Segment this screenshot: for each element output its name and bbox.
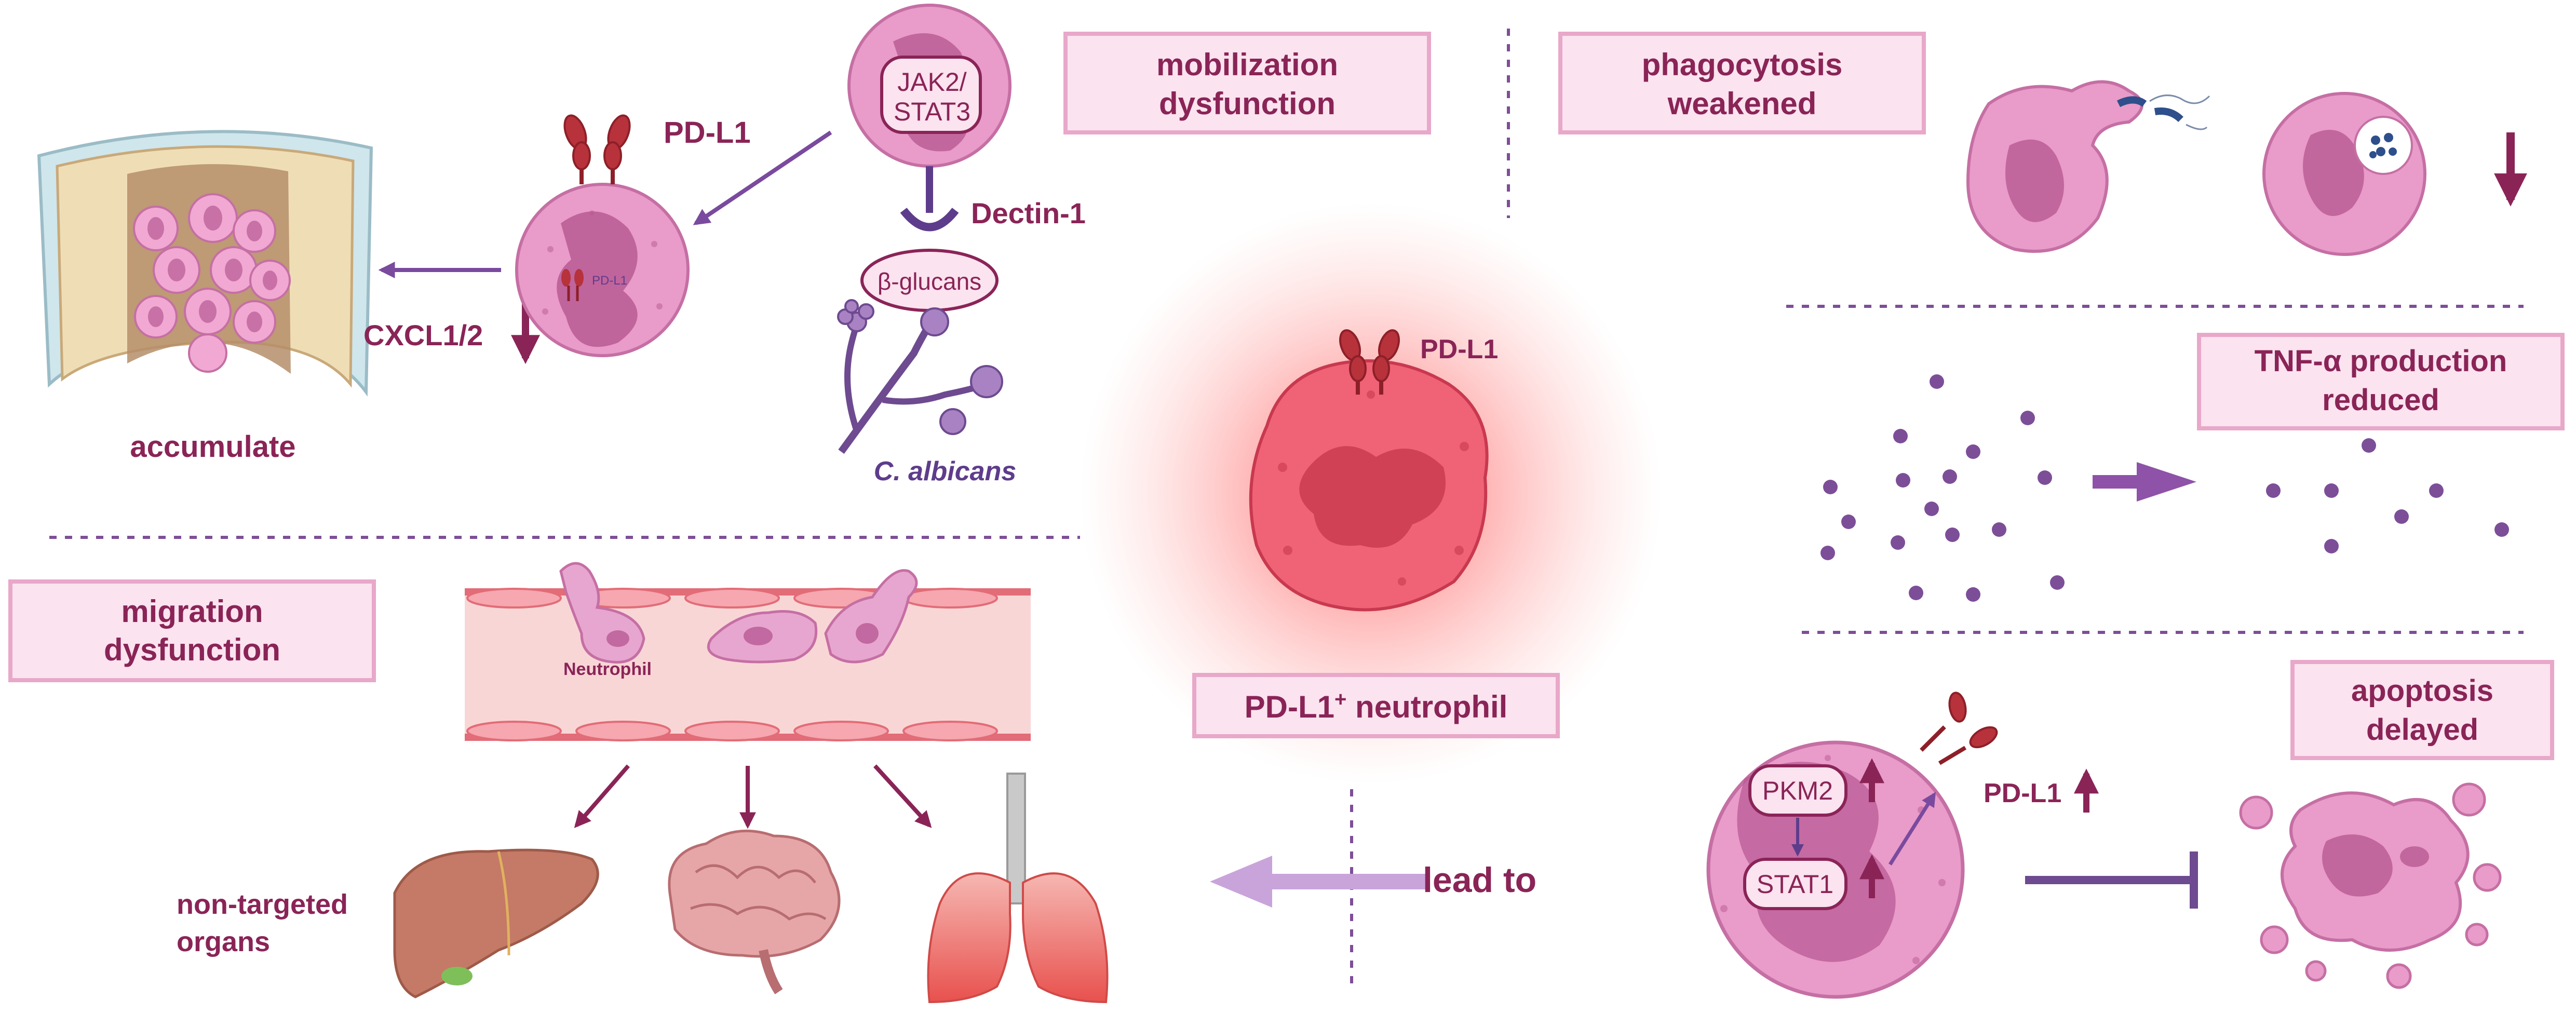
neutrophil-with-ingested-bacteria	[2262, 92, 2426, 256]
apoptosis-pd-l1-label: PD-L1	[1984, 778, 2061, 808]
pd-l1-inner-receptor-icon	[561, 269, 584, 301]
organs-label-line1: non-targeted	[177, 889, 348, 920]
tnf-label-line1: TNF-α production	[2255, 344, 2507, 378]
pd-l1-receptor-icon	[563, 114, 631, 184]
tnf-cytokines-before	[1820, 374, 2065, 602]
lead-to-arrow	[1210, 856, 1428, 908]
mobilization-label-line1: mobilization	[1156, 47, 1338, 82]
dectin-label: Dectin-1	[971, 197, 1086, 229]
phagocytosing-neutrophil	[1966, 80, 2210, 253]
center-pd-l1-label: PD-L1	[1420, 334, 1498, 364]
dectin-1-receptor-icon	[900, 166, 959, 232]
brain-icon	[668, 829, 841, 994]
pd-l1-label: PD-L1	[664, 116, 751, 150]
apoptosis-label-line1: apoptosis	[2351, 674, 2493, 708]
apoptosis-inhibition-arrow	[2025, 851, 2198, 909]
apoptosis-label-box	[2290, 660, 2554, 760]
fungus-label: C. albicans	[874, 456, 1017, 486]
stat1-to-pdl1-arrow	[1889, 792, 1936, 866]
organ-arrows	[574, 764, 932, 829]
migration-label-box	[8, 579, 376, 682]
center-label-box	[1192, 673, 1560, 738]
migration-label-line2: dysfunction	[104, 632, 280, 667]
apoptosis-neutrophil	[1706, 740, 1965, 999]
migration-label-line1: migration	[121, 594, 263, 629]
lead-to-label: lead to	[1423, 860, 1536, 900]
apoptosis-pd-l1-receptor-icon	[1920, 692, 1998, 765]
accumulate-label: accumulate	[130, 430, 295, 464]
tnf-transition-arrow	[2093, 462, 2196, 502]
marrow-neutrophil-cluster	[133, 193, 291, 373]
apoptosis-label-line2: delayed	[2366, 713, 2478, 747]
center-pd-l1-receptor-icon	[1339, 329, 1400, 395]
jak-label-line1: JAK2/	[897, 67, 967, 97]
jak-label-line2: STAT3	[894, 97, 970, 126]
phagocytosis-label-line2: weakened	[1667, 86, 1817, 121]
arrow-jak-to-neutrophil	[693, 130, 832, 225]
pkm2-label: PKM2	[1762, 776, 1833, 805]
blood-vessel	[465, 588, 1031, 741]
phagocytosis-label-box	[1558, 32, 1926, 134]
candida-albicans-illustration	[837, 299, 1003, 454]
tnf-cytokines-after	[2266, 438, 2509, 553]
glucans-label: β-glucans	[878, 268, 981, 295]
center-neutrophil-label: PD-L1+ neutrophil	[1245, 688, 1508, 724]
phagocytosis-label-line1: phagocytosis	[1642, 47, 1843, 82]
jak-stat-neutrophil	[847, 4, 1011, 168]
mobilization-label-box	[1063, 32, 1431, 134]
liver-icon	[393, 848, 599, 998]
mobilization-neutrophil	[515, 183, 690, 357]
tnf-label-box	[2197, 333, 2565, 430]
stat1-label: STAT1	[1757, 870, 1833, 899]
tnf-label-line2: reduced	[2322, 383, 2439, 417]
mobilization-label-line2: dysfunction	[1159, 86, 1336, 121]
cxcl-label: CXCL1/2	[363, 319, 483, 351]
apoptotic-cell-fragments	[2239, 782, 2502, 989]
vessel-neutrophil-label: Neutrophil	[563, 659, 652, 679]
lungs-icon	[927, 773, 1109, 1004]
organs-label-line2: organs	[177, 926, 270, 957]
dividers	[49, 29, 2524, 992]
pd-l1-inner-label: PD-L1	[592, 274, 627, 288]
center-neutrophil	[1249, 359, 1489, 612]
bone-marrow-illustration	[37, 130, 373, 397]
